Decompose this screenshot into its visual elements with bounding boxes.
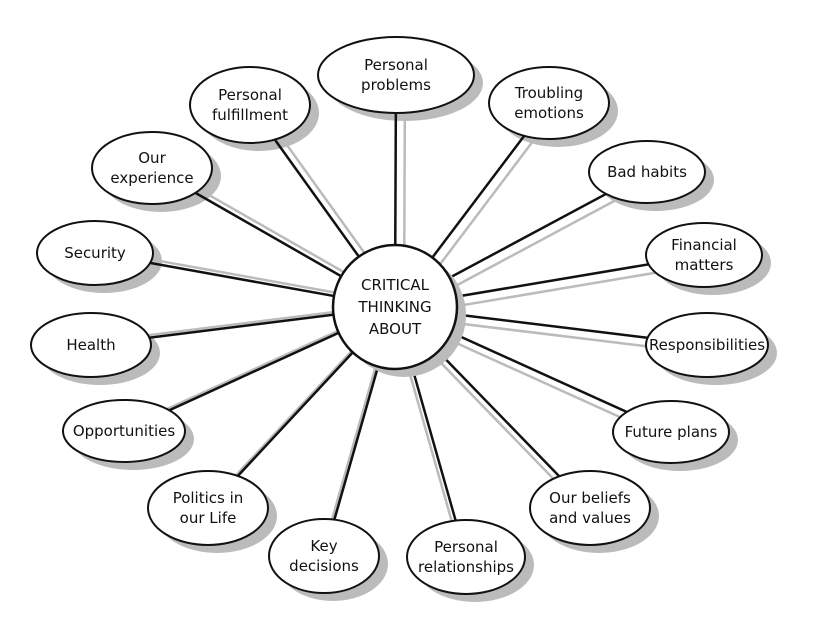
node-ellipse [317, 36, 475, 114]
node-label-line: fulfillment [212, 106, 288, 124]
node-personal-relationships: Personal relationships [406, 519, 526, 595]
center-circle [331, 243, 459, 371]
node-label: Health [66, 336, 115, 354]
node-label-line: Troubling [514, 84, 583, 102]
node-politics-in-our-life: Politics in our Life [147, 470, 269, 546]
node-label-line: matters [675, 256, 734, 274]
center-node: CRITICAL THINKING ABOUT [331, 243, 459, 371]
node-label-line: Politics in [173, 489, 244, 507]
node-ellipse [645, 222, 763, 288]
node-label: Troubling emotions [514, 84, 584, 122]
node-ellipse [147, 470, 269, 546]
node-ellipse [189, 66, 311, 144]
node-label: Bad habits [607, 163, 687, 181]
center-label-line: THINKING [357, 298, 431, 316]
node-label-line: Personal [364, 56, 428, 74]
node-ellipse [645, 312, 769, 378]
node-responsibilities: Responsibilities [645, 312, 769, 378]
center-label-line: CRITICAL [361, 276, 430, 294]
node-troubling-emotions: Troubling emotions [488, 66, 610, 140]
node-label-line: Key [310, 537, 337, 555]
node-label-line: our Life [180, 509, 237, 527]
node-ellipse [488, 66, 610, 140]
node-label: Opportunities [73, 422, 176, 440]
node-ellipse [36, 220, 154, 286]
node-label: Financial matters [671, 236, 737, 274]
node-ellipse [30, 312, 152, 378]
node-label-line: relationships [418, 558, 514, 576]
center-label-line: ABOUT [369, 320, 422, 338]
node-label-line: Personal [434, 538, 498, 556]
node-health: Health [30, 312, 152, 378]
node-personal-problems: Personal problems [317, 36, 475, 114]
node-label: Our experience [110, 149, 193, 187]
node-label-line: Security [64, 244, 126, 262]
node-label-line: Personal [218, 86, 282, 104]
node-opportunities: Opportunities [62, 399, 186, 463]
node-label-line: experience [110, 169, 193, 187]
node-label: Personal fulfillment [212, 86, 288, 124]
node-label: Politics in our Life [173, 489, 244, 527]
node-future-plans: Future plans [612, 400, 730, 464]
node-label-line: decisions [289, 557, 359, 575]
node-label: Security [64, 244, 126, 262]
node-label: Future plans [625, 423, 718, 441]
node-ellipse [91, 131, 213, 205]
center-label: CRITICAL THINKING ABOUT [357, 276, 431, 338]
node-label-line: Future plans [625, 423, 718, 441]
node-security: Security [36, 220, 154, 286]
node-ellipse [268, 518, 380, 594]
node-our-experience: Our experience [91, 131, 213, 205]
node-label-line: emotions [514, 104, 584, 122]
node-ellipse [406, 519, 526, 595]
node-label-line: Financial [671, 236, 737, 254]
node-ellipse [612, 400, 730, 464]
node-personal-fulfillment: Personal fulfillment [189, 66, 311, 144]
node-ellipse [529, 470, 651, 546]
node-label: Personal problems [361, 56, 431, 94]
node-label: Responsibilities [649, 336, 765, 354]
node-financial-matters: Financial matters [645, 222, 763, 288]
node-label: Our beliefs and values [549, 489, 631, 527]
node-label-line: problems [361, 76, 431, 94]
node-label-line: Responsibilities [649, 336, 765, 354]
node-label: Key decisions [289, 537, 359, 575]
node-ellipse [62, 399, 186, 463]
node-label-line: Our beliefs [549, 489, 631, 507]
node-label-line: Opportunities [73, 422, 176, 440]
node-bad-habits: Bad habits [588, 140, 706, 204]
node-our-beliefs-and-values: Our beliefs and values [529, 470, 651, 546]
node-label-line: Health [66, 336, 115, 354]
node-label-line: and values [549, 509, 631, 527]
node-ellipse [588, 140, 706, 204]
node-label-line: Bad habits [607, 163, 687, 181]
node-label: Personal relationships [418, 538, 514, 576]
node-key-decisions: Key decisions [268, 518, 380, 594]
node-label-line: Our [138, 149, 166, 167]
